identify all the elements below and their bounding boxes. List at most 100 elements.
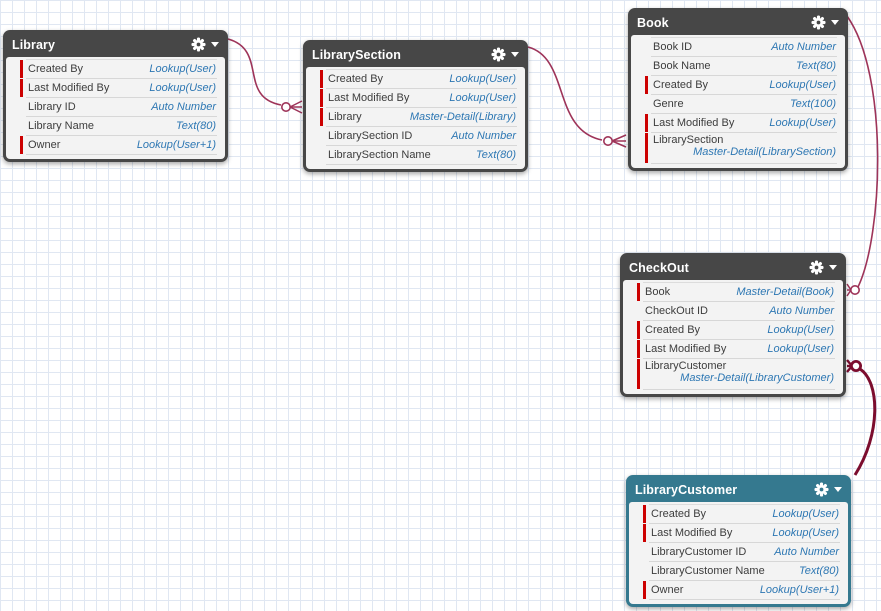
field-label: CheckOut ID [645, 305, 708, 317]
field-label: LibrarySection [653, 134, 724, 146]
gear-icon[interactable] [814, 482, 829, 497]
field-row-checkout-3[interactable]: Last Modified By Lookup(User) [637, 339, 835, 358]
field-type: Auto Number [769, 305, 834, 317]
field-row-librarysection-1[interactable]: Last Modified By Lookup(User) [320, 88, 517, 107]
cardinality-circle [849, 284, 860, 295]
relationship-connector-librarysection-book[interactable] [527, 46, 627, 148]
field-label: Last Modified By [653, 117, 735, 129]
object-header-librarysection[interactable]: LibrarySection [306, 43, 525, 67]
field-type: Auto Number [451, 130, 516, 142]
field-type: Lookup(User) [772, 527, 839, 539]
cardinality-circle [602, 136, 613, 147]
relationship-connector-library-librarysection[interactable] [227, 38, 303, 114]
field-row-librarycustomer-1[interactable]: Last Modified By Lookup(User) [643, 523, 840, 542]
object-header-librarycustomer[interactable]: LibraryCustomer [629, 478, 848, 502]
object-header-library[interactable]: Library [6, 33, 225, 57]
object-title: Book [637, 15, 669, 30]
field-type: Text(80) [799, 565, 839, 577]
field-label: Book Name [653, 60, 711, 72]
field-label: Book [645, 286, 671, 298]
chevron-down-icon[interactable] [829, 265, 837, 270]
object-header-checkout[interactable]: CheckOut [623, 256, 843, 280]
header-icons [491, 47, 519, 62]
field-type: Lookup(User) [767, 343, 834, 355]
gear-icon[interactable] [491, 47, 506, 62]
chevron-down-icon[interactable] [511, 52, 519, 57]
field-label: Last Modified By [28, 82, 110, 94]
object-title: CheckOut [629, 260, 689, 275]
field-row-checkout-1[interactable]: CheckOut ID Auto Number [643, 301, 835, 320]
field-list: Book Master-Detail(Book) CheckOut ID Auto N… [623, 280, 843, 394]
relationship-connector-librarycustomer-checkout[interactable] [846, 359, 877, 476]
field-label: Book ID [653, 41, 693, 53]
field-label: LibraryCustomer [645, 360, 727, 372]
field-row-library-0[interactable]: Created By Lookup(User) [20, 59, 217, 78]
field-type: Master-Detail(Book) [736, 286, 834, 298]
gear-icon[interactable] [191, 37, 206, 52]
relationship-connector-book-checkout[interactable] [846, 15, 879, 297]
field-label: Created By [653, 79, 709, 91]
field-type: Text(100) [789, 98, 836, 110]
field-row-checkout-0[interactable]: Book Master-Detail(Book) [637, 282, 835, 301]
field-label: Owner [28, 139, 61, 151]
field-row-book-0[interactable]: Book ID Auto Number [651, 37, 837, 56]
field-type: Auto Number [771, 41, 836, 53]
field-type: Text(80) [476, 149, 516, 161]
field-label: Library Name [28, 120, 95, 132]
header-icons [191, 37, 219, 52]
field-type: Master-Detail(Library) [409, 111, 516, 123]
cardinality-circle [850, 359, 863, 372]
chevron-down-icon[interactable] [831, 20, 839, 25]
field-row-librarysection-4[interactable]: LibrarySection Name Text(80) [326, 145, 517, 165]
field-label: LibrarySection ID [328, 130, 413, 142]
field-label: Created By [28, 63, 84, 75]
field-type: Lookup(User) [449, 92, 516, 104]
field-type: Master-Detail(LibraryCustomer) [680, 372, 834, 384]
gear-icon[interactable] [809, 260, 824, 275]
object-header-book[interactable]: Book [631, 11, 845, 35]
gear-icon[interactable] [811, 15, 826, 30]
header-icons [809, 260, 837, 275]
field-label: Library ID [28, 101, 76, 113]
field-type: Lookup(User+1) [759, 584, 839, 596]
header-icons [814, 482, 842, 497]
field-type: Lookup(User) [149, 63, 216, 75]
chevron-down-icon[interactable] [211, 42, 219, 47]
field-label: Last Modified By [328, 92, 410, 104]
field-label: Last Modified By [651, 527, 733, 539]
field-row-librarysection-3[interactable]: LibrarySection ID Auto Number [326, 126, 517, 145]
field-label: LibrarySection Name [328, 149, 431, 161]
field-label: LibraryCustomer ID [651, 546, 747, 558]
cardinality-circle [280, 102, 291, 113]
field-label: Last Modified By [645, 343, 727, 355]
chevron-down-icon[interactable] [834, 487, 842, 492]
object-title: LibrarySection [312, 47, 401, 62]
